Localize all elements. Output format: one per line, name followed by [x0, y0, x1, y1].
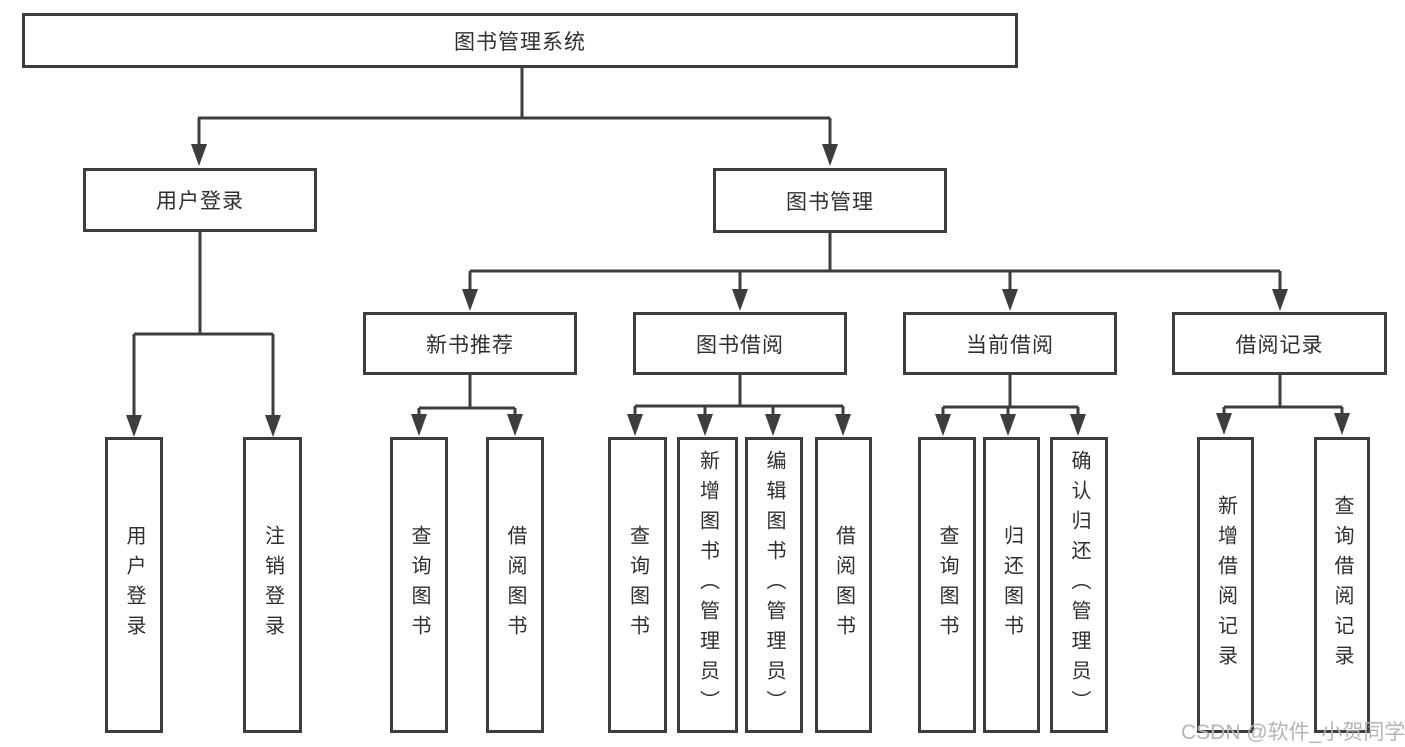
node-label: 当前借阅	[966, 333, 1054, 357]
leaf-label: 借阅图书	[832, 525, 855, 645]
leaf-add-book-admin: 新增图书（管理员）	[677, 437, 738, 733]
node-book-management: 图书管理	[713, 168, 947, 233]
leaf-label: 注销登录	[261, 525, 284, 645]
leaf-label: 查询图书	[408, 525, 430, 645]
leaf-label: 借阅图书	[504, 525, 526, 645]
leaf-label: 归还图书	[1000, 525, 1023, 645]
node-label: 新书推荐	[426, 333, 514, 357]
arrowheads	[126, 144, 1350, 437]
leaf-label: 查询图书	[936, 525, 958, 645]
node-book-borrowing: 图书借阅	[633, 312, 847, 375]
leaf-query-books-newbook: 查询图书	[390, 437, 448, 733]
node-label: 图书借阅	[696, 333, 784, 357]
leaf-edit-book-admin: 编辑图书（管理员）	[745, 437, 803, 733]
node-label: 用户登录	[156, 190, 244, 213]
leaf-borrow-books-newbook: 借阅图书	[486, 437, 544, 733]
leaf-logout: 注销登录	[243, 437, 302, 733]
leaf-user-login: 用户登录	[105, 437, 163, 733]
node-label: 借阅记录	[1235, 333, 1324, 357]
leaf-borrow-books-borrowing: 借阅图书	[815, 437, 872, 733]
leaf-add-borrow-record: 新增借阅记录	[1197, 437, 1254, 733]
node-user-login: 用户登录	[83, 168, 317, 232]
leaf-query-borrow-record: 查询借阅记录	[1314, 437, 1370, 733]
leaf-return-books: 归还图书	[983, 437, 1040, 733]
leaf-label: 新增借阅记录	[1214, 495, 1237, 675]
node-borrowing-records: 借阅记录	[1172, 312, 1387, 375]
csdn-watermark: CSDN @软件_小贺同学	[1181, 721, 1405, 744]
node-library-management-system: 图书管理系统	[22, 13, 1018, 68]
leaf-label: 确认归还（管理员）	[1068, 450, 1090, 720]
leaf-label: 查询借阅记录	[1331, 495, 1353, 675]
leaf-confirm-return-admin: 确认归还（管理员）	[1050, 437, 1108, 733]
node-new-book-recommendation: 新书推荐	[363, 312, 577, 375]
leaf-query-books-current: 查询图书	[918, 437, 976, 733]
node-label: 图书管理系统	[454, 30, 586, 54]
leaf-label: 查询图书	[626, 525, 649, 645]
leaf-label: 新增图书（管理员）	[696, 450, 719, 720]
node-current-borrowing: 当前借阅	[903, 312, 1117, 375]
connector-strokes	[132, 68, 1344, 416]
node-label: 图书管理	[786, 190, 874, 214]
leaf-label: 编辑图书（管理员）	[763, 450, 785, 720]
leaf-label: 用户登录	[123, 525, 145, 645]
leaf-query-books-borrowing: 查询图书	[608, 437, 667, 733]
